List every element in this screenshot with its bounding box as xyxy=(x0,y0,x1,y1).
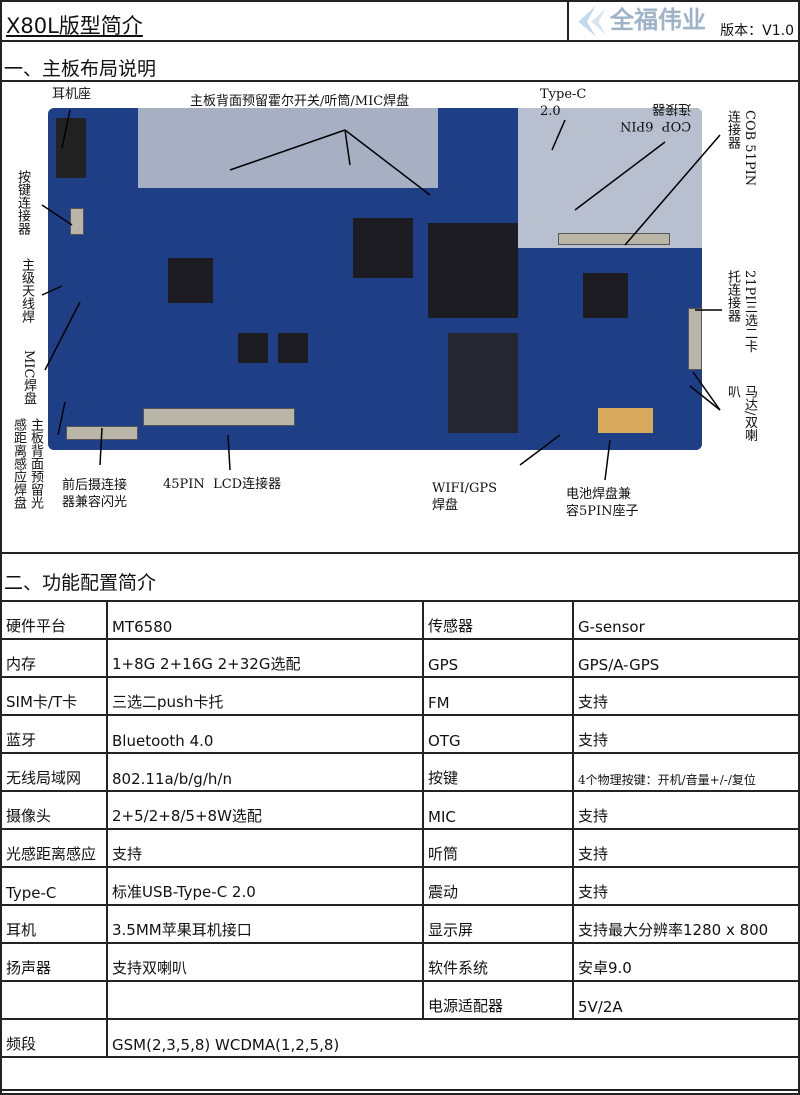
spec-label: 传感器 xyxy=(422,600,574,640)
spec-value: 支持 xyxy=(106,828,424,868)
spec-value: G-sensor xyxy=(572,600,800,640)
label-typec: Type-C 2.0 xyxy=(540,87,587,119)
label-wifi-gps: WIFI/GPS 焊盘 xyxy=(432,481,498,513)
spec-value: 5V/2A xyxy=(572,980,800,1020)
label-earphone-jack: 耳机座 xyxy=(52,87,92,102)
spec-label: GPS xyxy=(422,638,574,678)
spec-label: 摄像头 xyxy=(0,790,108,830)
spec-value: 支持双喇叭 xyxy=(106,942,424,982)
spec-value: MT6580 xyxy=(106,600,424,640)
spec-value xyxy=(106,980,424,1020)
spec-label: Type-C xyxy=(0,866,108,906)
spec-value: 标准USB-Type-C 2.0 xyxy=(106,866,424,906)
spec-value: GPS/A-GPS xyxy=(572,638,800,678)
label-back-reserved-pads: 主板背面预留霍尔开关/听筒/MIC焊盘 xyxy=(190,94,410,109)
section-title-layout: 一、主板布局说明 xyxy=(4,58,157,80)
spec-value: 802.11a/b/g/h/n xyxy=(106,752,424,792)
divider xyxy=(0,552,800,554)
spec-value: 1+8G 2+16G 2+32G选配 xyxy=(106,638,424,678)
label-motor-speaker: 马达/双喇 叭 xyxy=(725,385,757,442)
spec-label: FM xyxy=(422,676,574,716)
spec-label: 显示屏 xyxy=(422,904,574,944)
spec-value: 三选二push卡托 xyxy=(106,676,424,716)
divider xyxy=(567,0,569,40)
spec-label: 听筒 xyxy=(422,828,574,868)
spec-value: 3.5MM苹果耳机接口 xyxy=(106,904,424,944)
table-row: 光感距离感应支持听筒支持 xyxy=(0,828,800,868)
spec-value: 支持 xyxy=(572,790,800,830)
label-antenna: 主级天线焊 xyxy=(19,258,34,323)
spec-label: 频段 xyxy=(0,1018,108,1058)
divider xyxy=(0,40,800,42)
label-lcd-connector: 45PIN LCD连接器 xyxy=(163,477,282,492)
logo-watermark: 全福伟业 xyxy=(610,5,706,34)
table-row: 扬声器支持双喇叭软件系统安卓9.0 xyxy=(0,942,800,982)
spec-label: 扬声器 xyxy=(0,942,108,982)
spec-value: 支持 xyxy=(572,866,800,906)
spec-label: 内存 xyxy=(0,638,108,678)
spec-label: 按键 xyxy=(422,752,574,792)
spec-label: OTG xyxy=(422,714,574,754)
label-light-sensor: 主板背面预留光 感距离感应焊盘 xyxy=(11,418,43,509)
section-title-features: 二、功能配置简介 xyxy=(4,572,157,594)
company-logo xyxy=(578,5,606,37)
label-mic-pad: MIC焊盘 xyxy=(21,350,36,405)
spec-value: 支持 xyxy=(572,714,800,754)
label-battery-pad: 电池焊盘兼 容5PIN座子 xyxy=(566,487,639,519)
table-row-empty xyxy=(0,1056,800,1091)
label-cop-6pin: COP 6PIN 连接器 xyxy=(620,101,692,133)
spec-label: 耳机 xyxy=(0,904,108,944)
spec-value: Bluetooth 4.0 xyxy=(106,714,424,754)
spec-label: SIM卡/T卡 xyxy=(0,676,108,716)
label-cob-51pin: COB 51PIN 连接器 xyxy=(725,110,757,187)
spec-value: 4个物理按键：开机/音量+/-/复位 xyxy=(572,752,800,792)
spec-label: 无线局域网 xyxy=(0,752,108,792)
spec-label: MIC xyxy=(422,790,574,830)
divider xyxy=(0,80,800,82)
spec-label: 电源适配器 xyxy=(422,980,574,1020)
page-title: X80L版型简介 xyxy=(6,14,143,38)
label-key-connector: 按键连接器 xyxy=(15,170,30,235)
callout-arrows xyxy=(41,109,722,481)
spec-value: 2+5/2+8/5+8W选配 xyxy=(106,790,424,830)
spec-value: 支持最大分辨率1280 x 800 xyxy=(572,904,800,944)
spec-label: 硬件平台 xyxy=(0,600,108,640)
spec-label: 蓝牙 xyxy=(0,714,108,754)
spec-label: 光感距离感应 xyxy=(0,828,108,868)
label-camera-connector: 前后摄连接 器兼容闪光 xyxy=(62,478,128,510)
spec-label xyxy=(0,980,108,1020)
empty-cell xyxy=(0,1056,800,1091)
spec-label: 软件系统 xyxy=(422,942,574,982)
version-label: 版本：V1.0 xyxy=(720,23,794,39)
label-card-connector: 21PI三选二卡 托连接器 xyxy=(725,270,757,353)
spec-value: 支持 xyxy=(572,676,800,716)
spec-label: 震动 xyxy=(422,866,574,906)
spec-value: 支持 xyxy=(572,828,800,868)
mainboard-photo xyxy=(48,108,702,450)
spec-value: 安卓9.0 xyxy=(572,942,800,982)
spec-value: GSM(2,3,5,8) WCDMA(1,2,5,8) xyxy=(106,1018,800,1058)
